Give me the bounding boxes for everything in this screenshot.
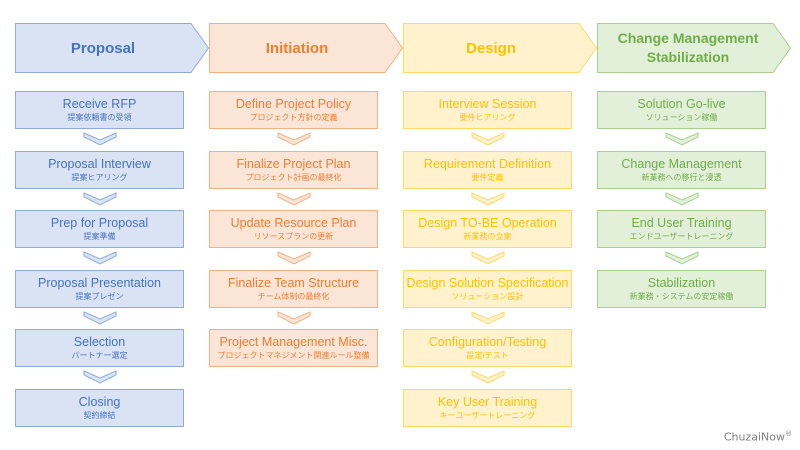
step-title: Stabilization bbox=[647, 276, 716, 290]
step-box: Design Solution Specification ソリューション設計 bbox=[403, 270, 572, 308]
brand-name: ChuzaiNow bbox=[723, 430, 785, 444]
chevron-down-icon bbox=[665, 192, 698, 206]
step-title: Design TO-BE Operation bbox=[418, 216, 557, 230]
chevron-down-icon bbox=[665, 132, 698, 146]
step-title: Change Management bbox=[621, 157, 742, 171]
chevron-down-icon bbox=[277, 132, 310, 146]
header-change-management: Change Management Stabilization bbox=[597, 23, 791, 73]
step-title: Project Management Misc. bbox=[219, 335, 368, 349]
step-title: Prep for Proposal bbox=[50, 216, 149, 230]
chevron-down-icon bbox=[471, 311, 504, 325]
step-box: Selection パートナー選定 bbox=[15, 329, 184, 367]
step-subtitle: ソリューション設計 bbox=[451, 292, 524, 301]
step-title: Selection bbox=[73, 335, 126, 349]
step-box: Stabilization 新業務・システムの安定稼働 bbox=[597, 270, 766, 308]
step-subtitle: キーユーザートレーニング bbox=[439, 411, 536, 420]
header-arrow-shape bbox=[597, 23, 791, 73]
step-box: Configuration/Testing 設定/テスト bbox=[403, 329, 572, 367]
step-title: Key User Training bbox=[437, 395, 538, 409]
step-subtitle: 新業務への移行と浸透 bbox=[641, 173, 722, 182]
step-box: Design TO-BE Operation 新業務の立案 bbox=[403, 210, 572, 248]
chevron-down-icon bbox=[83, 370, 116, 384]
step-subtitle: 提案ヒアリング bbox=[71, 173, 128, 182]
chevron-down-icon bbox=[665, 251, 698, 265]
chevron-down-icon bbox=[471, 370, 504, 384]
step-box: Prep for Proposal 提案準備 bbox=[15, 210, 184, 248]
step-subtitle: 提案依頼書の受領 bbox=[67, 113, 132, 122]
step-box: Solution Go-live ソリューション稼働 bbox=[597, 91, 766, 129]
header-arrow-shape bbox=[403, 23, 597, 73]
step-subtitle: リソースプランの更新 bbox=[253, 232, 334, 241]
step-title: Finalize Team Structure bbox=[227, 276, 360, 290]
step-box: Finalize Team Structure チーム体制の最終化 bbox=[209, 270, 378, 308]
step-title: Solution Go-live bbox=[637, 97, 726, 111]
step-subtitle: 設定/テスト bbox=[466, 351, 509, 360]
step-title: Closing bbox=[78, 395, 121, 409]
step-box: Receive RFP 提案依頼書の受領 bbox=[15, 91, 184, 129]
step-subtitle: 提案準備 bbox=[83, 232, 116, 241]
chevron-down-icon bbox=[277, 192, 310, 206]
step-box: Key User Training キーユーザートレーニング bbox=[403, 389, 572, 427]
header-design: Design bbox=[403, 23, 597, 73]
step-title: Requirement Definition bbox=[423, 157, 552, 171]
chevron-down-icon bbox=[83, 132, 116, 146]
step-title: Finalize Project Plan bbox=[236, 157, 351, 171]
header-initiation: Initiation bbox=[209, 23, 403, 73]
step-box: Update Resource Plan リソースプランの更新 bbox=[209, 210, 378, 248]
step-box: Closing 契約締結 bbox=[15, 389, 184, 427]
step-box: Requirement Definition 要件定義 bbox=[403, 151, 572, 189]
step-subtitle: 新業務・システムの安定稼働 bbox=[629, 292, 734, 301]
header-title: Initiation bbox=[265, 39, 329, 57]
brand-mark: ® bbox=[785, 430, 792, 438]
header-arrow-shape bbox=[209, 23, 403, 73]
step-subtitle: 要件ヒアリング bbox=[459, 113, 516, 122]
step-subtitle: パートナー選定 bbox=[71, 351, 128, 360]
step-title: Proposal Interview bbox=[48, 157, 151, 171]
step-box: Define Project Policy プロジェクト方針の定義 bbox=[209, 91, 378, 129]
step-subtitle: ソリューション稼働 bbox=[645, 113, 718, 122]
step-box: Interview Session 要件ヒアリング bbox=[403, 91, 572, 129]
brand-logo: ChuzaiNow® bbox=[724, 430, 792, 444]
header-title: Proposal bbox=[70, 39, 136, 57]
step-box: Project Management Misc. プロジェクトマネジメント関連ルー… bbox=[209, 329, 378, 367]
step-subtitle: エンドユーザートレーニング bbox=[629, 232, 734, 241]
step-box: End User Training エンドユーザートレーニング bbox=[597, 210, 766, 248]
step-title: Receive RFP bbox=[62, 97, 137, 111]
step-subtitle: 新業務の立案 bbox=[463, 232, 512, 241]
step-subtitle: 要件定義 bbox=[471, 173, 504, 182]
step-subtitle: プロジェクトマネジメント関連ルール整備 bbox=[217, 351, 370, 360]
chevron-down-icon bbox=[471, 192, 504, 206]
step-box: Proposal Interview 提案ヒアリング bbox=[15, 151, 184, 189]
header-title: Change Management Stabilization bbox=[617, 30, 759, 65]
chevron-down-icon bbox=[471, 251, 504, 265]
chevron-down-icon bbox=[83, 192, 116, 206]
step-title: End User Training bbox=[631, 216, 732, 230]
step-box: Change Management 新業務への移行と浸透 bbox=[597, 151, 766, 189]
step-title: Design Solution Specification bbox=[406, 276, 569, 290]
step-subtitle: プロジェクト計画の最終化 bbox=[245, 173, 342, 182]
chevron-down-icon bbox=[83, 251, 116, 265]
chevron-down-icon bbox=[277, 251, 310, 265]
step-title: Configuration/Testing bbox=[428, 335, 547, 349]
step-box: Proposal Presentation 提案プレゼン bbox=[15, 270, 184, 308]
header-title: Design bbox=[465, 39, 516, 57]
step-title: Proposal Presentation bbox=[38, 276, 161, 290]
step-subtitle: チーム体制の最終化 bbox=[257, 292, 330, 301]
chevron-down-icon bbox=[277, 311, 310, 325]
step-subtitle: プロジェクト方針の定義 bbox=[249, 113, 338, 122]
chevron-down-icon bbox=[83, 311, 116, 325]
step-subtitle: 契約締結 bbox=[83, 411, 116, 420]
step-title: Interview Session bbox=[438, 97, 537, 111]
step-subtitle: 提案プレゼン bbox=[75, 292, 124, 301]
header-proposal: Proposal bbox=[15, 23, 209, 73]
step-title: Define Project Policy bbox=[235, 97, 352, 111]
chevron-down-icon bbox=[471, 132, 504, 146]
header-arrow-shape bbox=[15, 23, 209, 73]
step-box: Finalize Project Plan プロジェクト計画の最終化 bbox=[209, 151, 378, 189]
step-title: Update Resource Plan bbox=[230, 216, 357, 230]
